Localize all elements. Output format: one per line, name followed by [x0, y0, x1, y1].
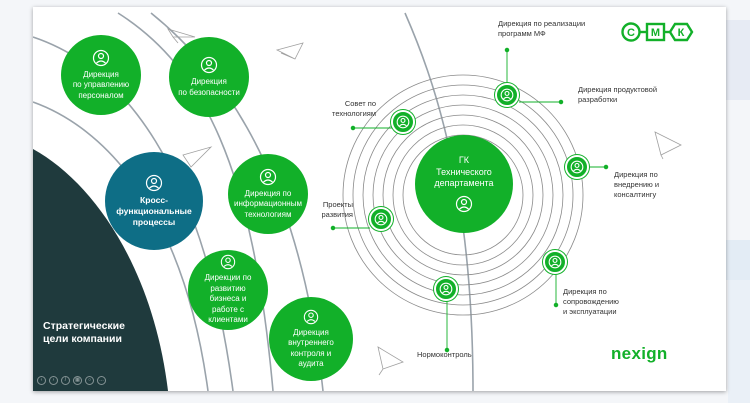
satellite-tech-council[interactable]: [391, 110, 415, 134]
satellite-normcontrol[interactable]: [434, 277, 458, 301]
svg-text:К: К: [678, 27, 685, 39]
satellite-mf-programs[interactable]: [495, 83, 519, 107]
strategic-area: [33, 149, 168, 391]
satellite-projects[interactable]: [369, 207, 393, 231]
next-icon[interactable]: ›: [49, 376, 58, 385]
zoom-icon[interactable]: ○: [85, 376, 94, 385]
smk-logo: С М К: [621, 22, 694, 42]
nexign-logo: nexign: [611, 344, 668, 363]
person-icon: [570, 160, 584, 174]
person-icon: [396, 115, 410, 129]
person-icon: [548, 255, 562, 269]
concentric-rings: [342, 74, 584, 316]
person-icon: [200, 56, 218, 74]
connectors: [330, 47, 609, 353]
satellite-support[interactable]: [543, 250, 567, 274]
satellite-implementation[interactable]: [565, 155, 589, 179]
callout-normcontrol: Нормоконтроль: [417, 350, 472, 359]
person-icon: [220, 255, 236, 270]
person-icon: [303, 309, 319, 324]
person-icon: [92, 49, 110, 66]
person-icon: [374, 212, 388, 226]
person-icon: [455, 195, 473, 212]
person-icon: [439, 282, 453, 296]
prev-icon[interactable]: ‹: [37, 376, 46, 385]
presentation-toolbar: ‹ › / ▦ ○ …: [37, 376, 106, 385]
person-icon: [145, 174, 163, 192]
person-icon: [500, 88, 514, 102]
person-icon: [259, 168, 277, 185]
paper-plane-icons: [167, 28, 682, 376]
more-icon[interactable]: …: [97, 376, 106, 385]
slides-icon[interactable]: ▦: [73, 376, 82, 385]
pen-icon[interactable]: /: [61, 376, 70, 385]
svg-text:М: М: [651, 27, 660, 39]
svg-text:С: С: [627, 27, 635, 39]
